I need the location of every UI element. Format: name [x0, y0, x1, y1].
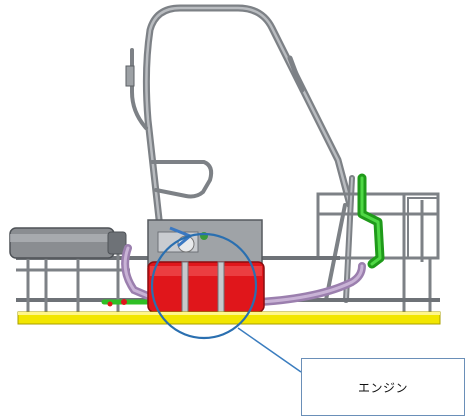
roll-cage [130, 4, 355, 303]
purple-hose [121, 244, 366, 306]
callout-box: エンジン [301, 358, 465, 416]
yellow-rail [17, 311, 441, 325]
callout-leader-line [237, 327, 302, 373]
front-frame-box [316, 192, 440, 312]
red-marker [107, 301, 113, 307]
engine-block [147, 219, 263, 267]
red-marker [121, 299, 127, 305]
callout-label: エンジン [357, 380, 408, 395]
muffler [9, 227, 127, 259]
engine-highlight-circle [150, 232, 258, 340]
cage-bracket [125, 65, 135, 87]
fuel-tank [147, 261, 265, 315]
